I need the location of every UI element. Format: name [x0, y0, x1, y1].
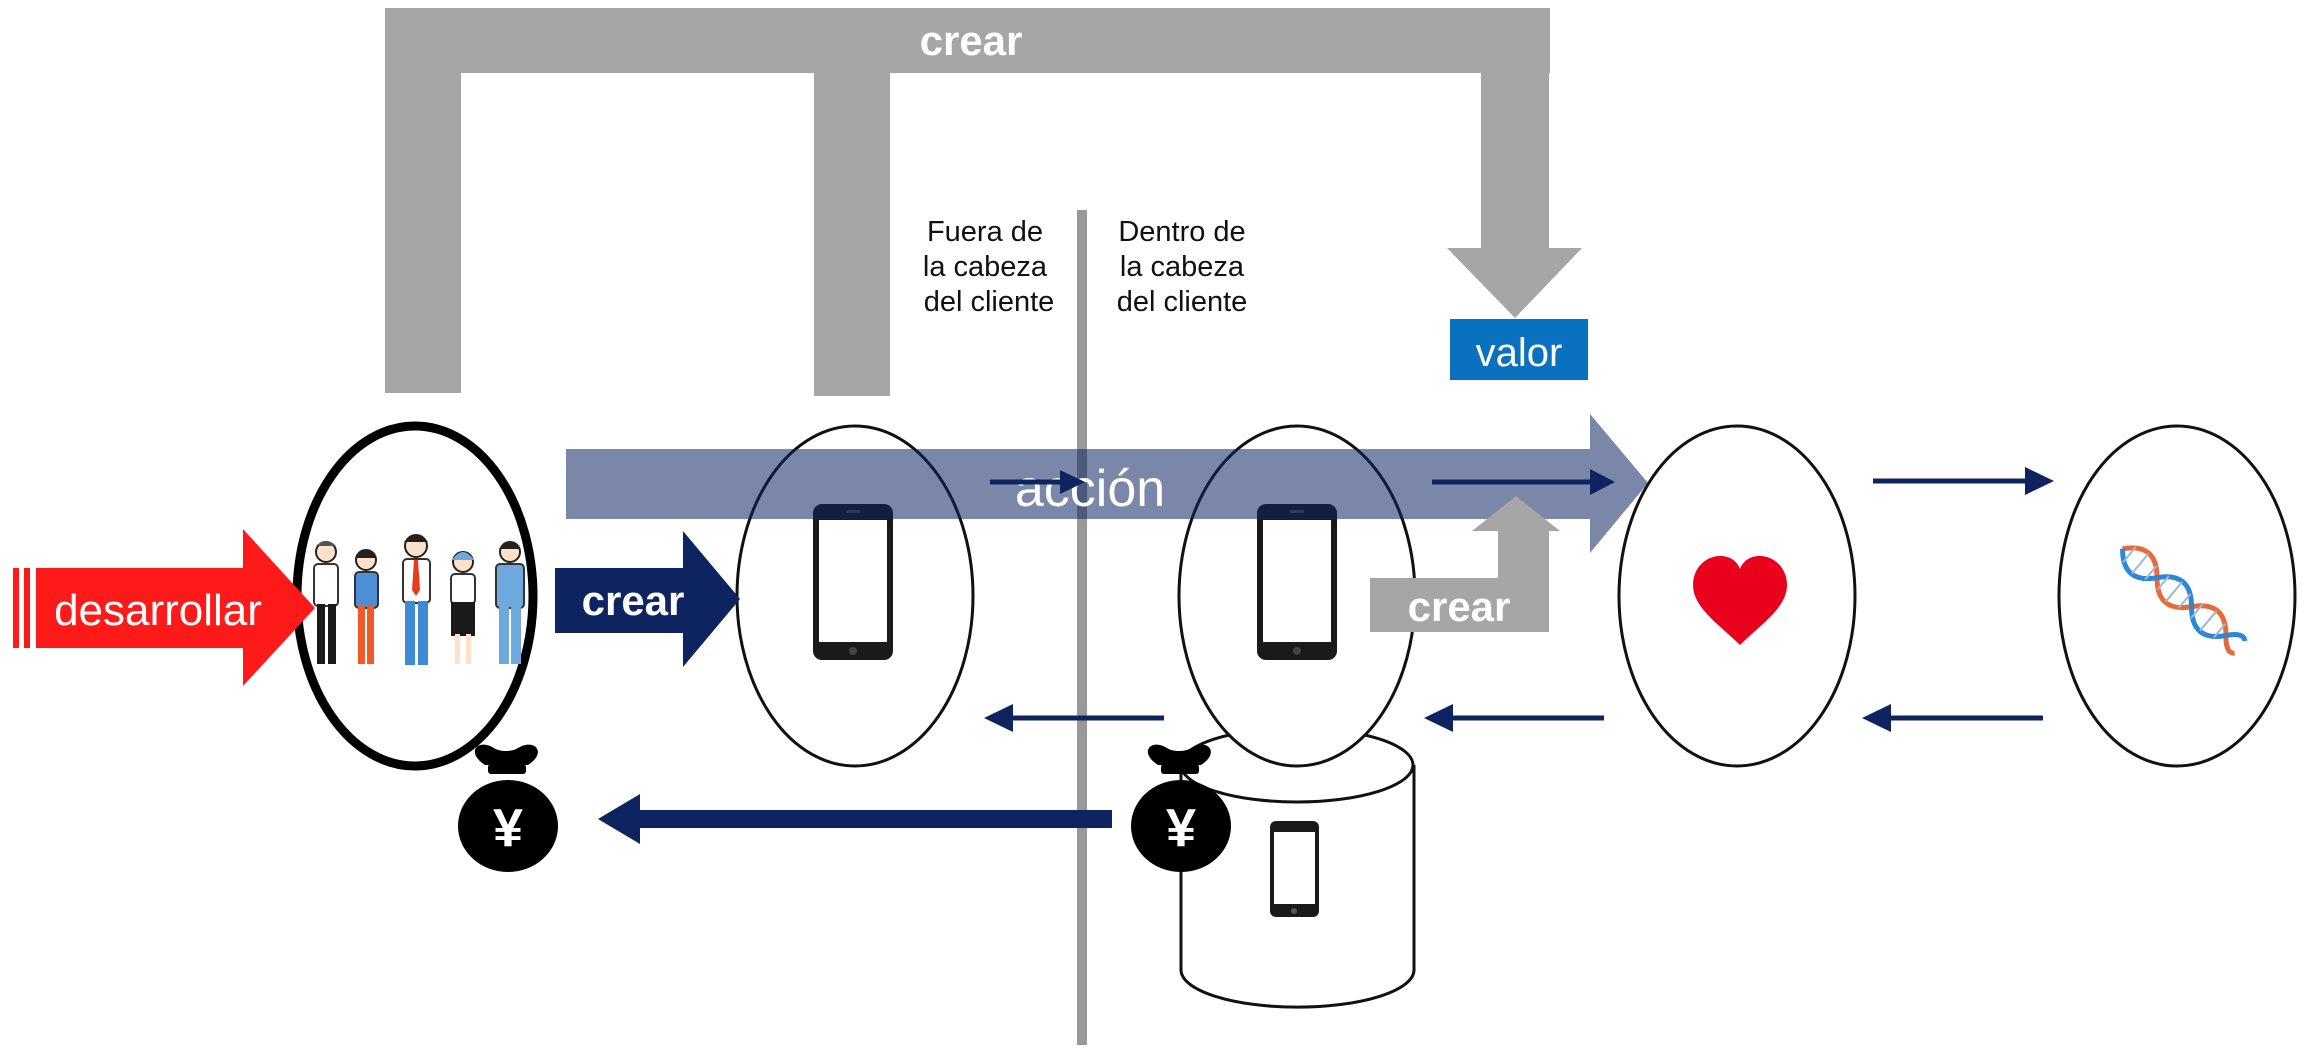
crear-top-label: crear — [920, 17, 1023, 64]
crear-navy-label: crear — [582, 577, 685, 624]
inside-caption-line2: la cabeza — [1120, 251, 1245, 283]
money-bag-icon: ¥ — [458, 744, 558, 872]
crear-navy-arrow: crear — [555, 531, 740, 667]
valor-box: valor — [1450, 319, 1588, 380]
smartphone-icon — [813, 504, 893, 660]
inside-caption-line3: del cliente — [1117, 286, 1248, 318]
heart-icon — [1693, 556, 1787, 645]
bracket-left-leg — [385, 8, 461, 393]
people-group-icon — [313, 534, 525, 665]
desarrollar-arrow: desarrollar — [13, 529, 315, 686]
valor-box-bg — [1450, 319, 1588, 380]
money-return-arrow — [598, 794, 1112, 844]
smartphone-icon — [1257, 504, 1337, 660]
return-arrow — [1424, 704, 1604, 732]
person-icon — [354, 549, 379, 664]
small-smartphone-icon — [1270, 821, 1319, 917]
database-cylinder-icon — [1179, 726, 1416, 1009]
bracket-top-bar — [385, 8, 1550, 73]
forward-arrow — [1873, 467, 2054, 495]
crear-gray-label: crear — [1408, 583, 1511, 630]
person-icon — [402, 534, 431, 665]
crear-gray-arrow: crear — [1370, 496, 1560, 632]
inside-caption-line1: Dentro de — [1118, 216, 1245, 248]
bracket-right-leg — [1481, 8, 1549, 251]
outside-caption-line2: la cabeza — [923, 251, 1048, 283]
outside-caption-line3: del cliente — [924, 286, 1055, 318]
dna-node — [2057, 424, 2297, 768]
person-icon — [495, 541, 525, 664]
desarrollar-label: desarrollar — [54, 586, 262, 635]
outside-head-caption: Fuera de la cabeza del cliente — [923, 216, 1054, 318]
dna-icon — [2120, 545, 2248, 656]
return-arrow — [984, 704, 1164, 732]
accion-arrow: acción — [566, 414, 1648, 553]
head-divider-line — [1077, 210, 1087, 1045]
money-bag-icon: ¥ — [1131, 744, 1231, 872]
yen-symbol: ¥ — [493, 798, 523, 858]
crear-top-bracket: crear — [385, 8, 1582, 396]
accion-label: acción — [1015, 460, 1165, 518]
person-icon — [450, 551, 476, 664]
valor-label: valor — [1476, 331, 1563, 375]
yen-symbol: ¥ — [1166, 798, 1196, 858]
accion-inner-arrow — [1432, 469, 1615, 495]
outside-caption-line1: Fuera de — [927, 216, 1043, 248]
inside-head-caption: Dentro de la cabeza del cliente — [1117, 216, 1248, 318]
bracket-middle-leg — [814, 8, 890, 396]
bracket-down-arrowhead — [1447, 248, 1582, 318]
accion-inner-arrow — [990, 470, 1085, 494]
return-arrow — [1862, 704, 2043, 732]
person-icon — [313, 541, 339, 664]
